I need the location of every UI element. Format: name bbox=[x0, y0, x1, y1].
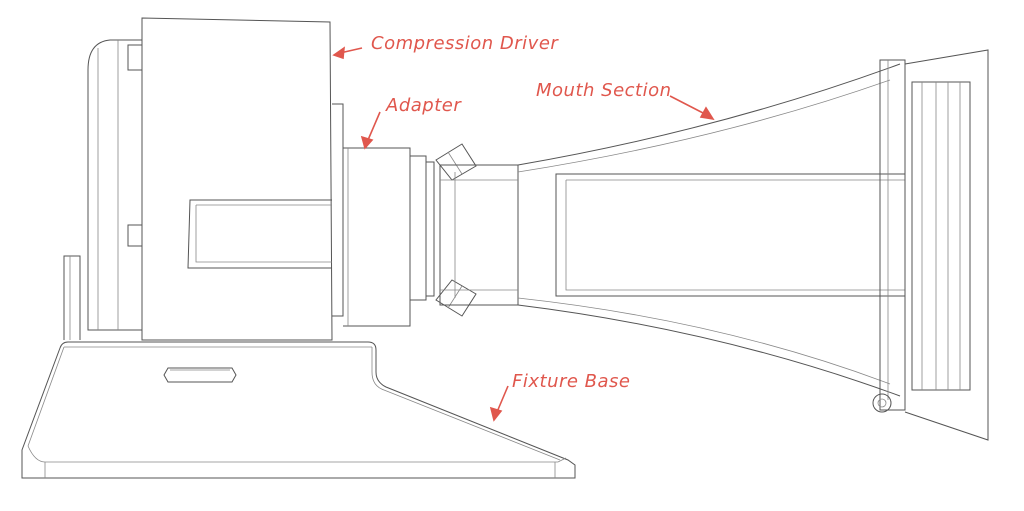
compression-driver-arrowhead bbox=[332, 46, 345, 60]
mouth-section-arrowhead bbox=[699, 106, 715, 121]
adapter-arrowhead bbox=[360, 135, 374, 150]
compression-driver-part bbox=[87, 17, 333, 341]
mouth-section-arrow bbox=[669, 95, 706, 115]
compression-driver-label: Compression Driver bbox=[371, 33, 559, 54]
fixture-base-arrowhead bbox=[489, 406, 503, 422]
adapter-arrow bbox=[367, 111, 381, 141]
adapter-part bbox=[332, 103, 477, 327]
fixture-base-arrow bbox=[496, 385, 509, 413]
fixture-base-label: Fixture Base bbox=[512, 371, 631, 392]
fixture-base-part bbox=[21, 255, 576, 479]
mouth-section-part bbox=[439, 49, 989, 441]
mouth-section-label: Mouth Section bbox=[536, 80, 672, 101]
adapter-label: Adapter bbox=[386, 95, 462, 116]
annotation-arrows bbox=[332, 46, 715, 422]
